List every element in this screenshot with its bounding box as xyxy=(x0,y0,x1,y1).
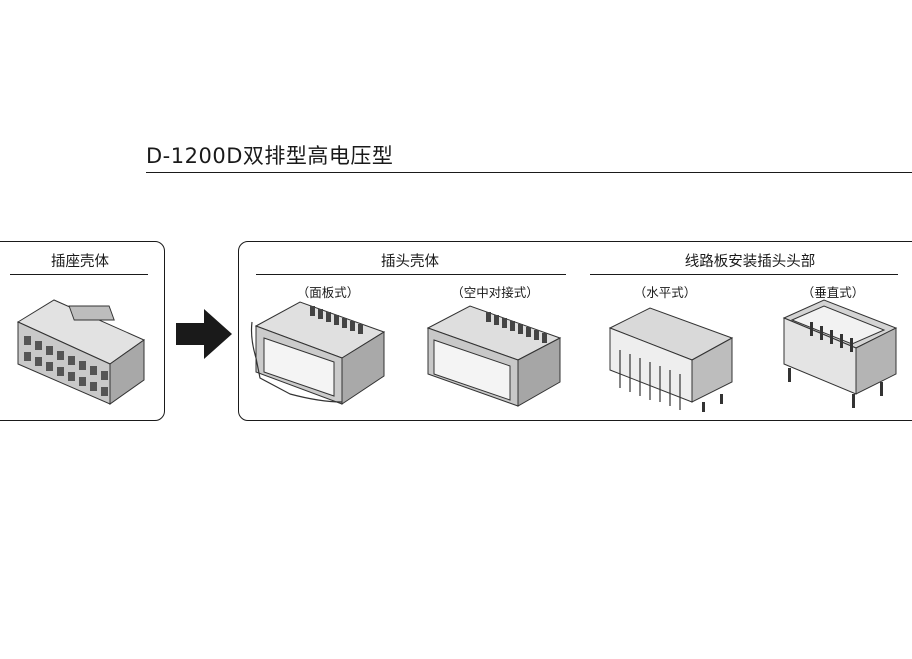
horizontal-label: （水平式） xyxy=(633,285,697,300)
receptacle-housing-figure xyxy=(16,299,146,405)
vertical-pcb-header-figure xyxy=(782,299,898,408)
pcb-header-rule xyxy=(590,274,898,275)
receptacle-housing-header: 插座壳体 xyxy=(51,254,109,270)
panel-mount-plug-housing-figure xyxy=(250,301,386,405)
page-title: D-1200D双排型高电压型 xyxy=(146,144,394,168)
plug-housing-header: 插头壳体 xyxy=(381,254,439,270)
horizontal-pcb-header-figure xyxy=(608,307,734,412)
title-underline xyxy=(146,172,912,173)
receptacle-header-rule xyxy=(10,274,148,275)
free-hanging-label: （空中对接式） xyxy=(451,285,539,300)
pcb-header-section-header: 线路板安装插头头部 xyxy=(684,254,816,270)
panel-mount-label: （面板式） xyxy=(296,285,360,300)
vertical-label: （垂直式） xyxy=(801,285,865,300)
plug-header-rule xyxy=(256,274,566,275)
free-hanging-plug-housing-figure xyxy=(426,305,562,407)
right-arrow-icon xyxy=(176,309,232,359)
